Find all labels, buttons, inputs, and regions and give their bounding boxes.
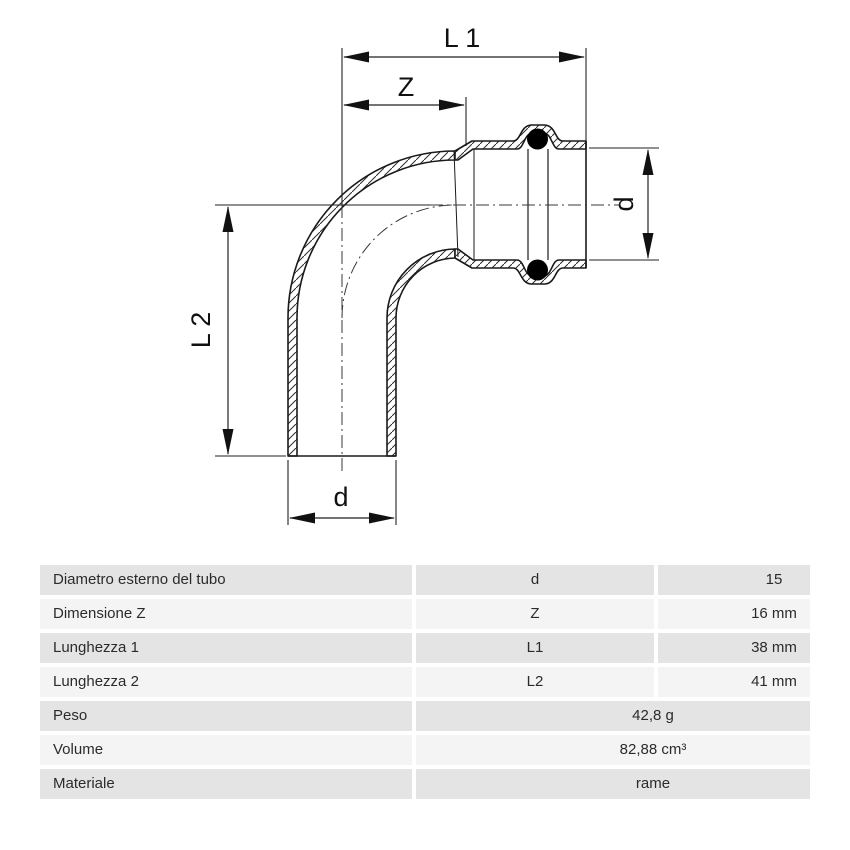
arrow-z-right xyxy=(439,99,465,111)
socket-bottom-wall xyxy=(454,248,587,285)
dimension-label-d-tube: d xyxy=(333,482,348,512)
spec-symbol: Z xyxy=(416,599,654,629)
spec-value: 82,88 cm³ xyxy=(416,735,810,765)
arrow-d-tube-right xyxy=(369,512,395,524)
spec-value: 41 mm xyxy=(658,667,810,697)
inner-bend-wall xyxy=(386,248,456,457)
fitting-walls xyxy=(287,124,587,457)
spec-symbol: L2 xyxy=(416,667,654,697)
spec-label: Lunghezza 2 xyxy=(40,667,412,697)
technical-drawing: L 1 Z d L 2 d xyxy=(186,23,659,525)
socket-shoulder-line xyxy=(453,150,459,258)
table-row: Diametro esterno del tubo d 15 xyxy=(40,565,810,595)
extension-lines xyxy=(215,48,659,525)
spec-label: Diametro esterno del tubo xyxy=(40,565,412,595)
elbow-fitting-drawing: L 1 Z d L 2 d xyxy=(186,23,659,525)
arrow-z-left xyxy=(343,99,369,111)
spec-symbol: d xyxy=(416,565,654,595)
socket-top-wall xyxy=(454,124,587,161)
spec-label: Peso xyxy=(40,701,412,731)
spec-label: Dimensione Z xyxy=(40,599,412,629)
bend-centerline-arc xyxy=(341,204,456,319)
o-rings xyxy=(527,128,548,281)
arrow-l2-top xyxy=(222,206,234,232)
spec-value: 15 xyxy=(658,565,810,595)
spec-value: 38 mm xyxy=(658,633,810,663)
dimension-label-d-socket: d xyxy=(609,196,639,211)
fitting-details xyxy=(288,141,587,457)
spec-label: Lunghezza 1 xyxy=(40,633,412,663)
spec-label: Materiale xyxy=(40,769,412,799)
arrow-l1-right xyxy=(559,51,585,63)
spec-value: 16 mm xyxy=(658,599,810,629)
table-row: Materiale rame xyxy=(40,769,810,799)
arrow-d-socket-bottom xyxy=(642,233,654,259)
arrow-l1-left xyxy=(343,51,369,63)
spec-table: Diametro esterno del tubo d 15 Dimension… xyxy=(40,565,810,803)
arrow-d-tube-left xyxy=(289,512,315,524)
table-row: Lunghezza 1 L1 38 mm xyxy=(40,633,810,663)
table-row: Dimensione Z Z 16 mm xyxy=(40,599,810,629)
o-ring-bottom xyxy=(527,259,548,281)
arrow-d-socket-top xyxy=(642,149,654,175)
spec-value: 42,8 g xyxy=(416,701,810,731)
spec-value: rame xyxy=(416,769,810,799)
o-ring-top xyxy=(527,128,548,150)
dimension-label-l2: L 2 xyxy=(186,312,216,349)
dimension-label-z: Z xyxy=(398,72,415,102)
dimension-label-l1: L 1 xyxy=(444,23,481,53)
spec-label: Volume xyxy=(40,735,412,765)
dimension-arrows xyxy=(222,51,654,524)
spec-symbol: L1 xyxy=(416,633,654,663)
centerlines xyxy=(341,204,620,472)
table-row: Volume 82,88 cm³ xyxy=(40,735,810,765)
table-row: Peso 42,8 g xyxy=(40,701,810,731)
outer-bend-wall xyxy=(287,150,456,457)
table-row: Lunghezza 2 L2 41 mm xyxy=(40,667,810,697)
arrow-l2-bottom xyxy=(222,429,234,455)
